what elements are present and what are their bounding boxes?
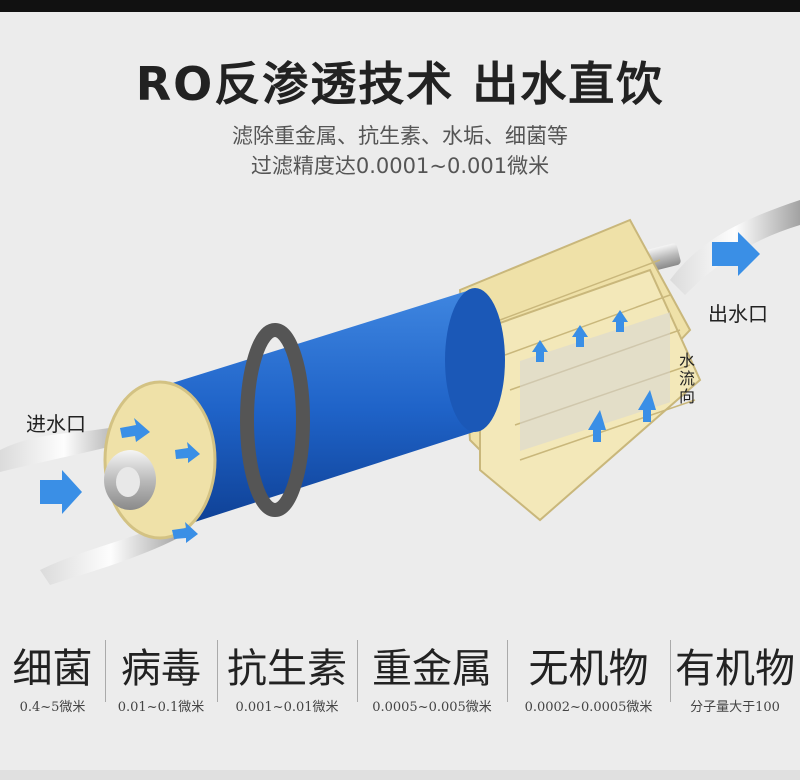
- flow-arrow-2: [572, 325, 588, 347]
- flow-arrow-5: [638, 390, 656, 422]
- flow-arrows: [40, 232, 760, 543]
- flow-arrow-3: [612, 310, 628, 332]
- seal-ring: [240, 323, 310, 517]
- cylinder-right-cap: [445, 288, 505, 432]
- flow-arrow-4: [588, 410, 606, 442]
- membrane-layers: [458, 218, 702, 522]
- inlet-arrow-left: [40, 470, 82, 514]
- filtered-item-range: 0.01~0.1微米: [117, 700, 205, 715]
- inlet-water-stream-top: [0, 425, 128, 472]
- filtered-item-heavy-metals: 重金属 0.0005~0.005微米: [357, 632, 507, 715]
- inlet-arrow-mid: [175, 442, 200, 463]
- filtered-item-name: 有机物: [675, 646, 795, 692]
- blue-membrane-cylinder: [150, 290, 499, 530]
- filtered-item-inorganics: 无机物 0.0002~0.0005微米: [507, 632, 670, 715]
- filtered-item-virus: 病毒 0.01~0.1微米: [105, 632, 217, 715]
- filtered-item-name: 无机物: [528, 646, 649, 692]
- inlet-label: 进水口: [26, 412, 86, 436]
- page-title: RO反渗透技术 出水直饮: [135, 57, 665, 111]
- filtered-items-row: 细菌 0.4~5微米 病毒 0.01~0.1微米 抗生素 0.001~0.01微…: [0, 632, 800, 715]
- top-black-bar: [0, 0, 800, 12]
- outlet-label: 出水口: [708, 302, 768, 326]
- filtered-item-bacteria: 细菌 0.4~5微米: [0, 632, 105, 715]
- flow-arrow-1: [532, 340, 548, 362]
- filtered-item-antibiotics: 抗生素 0.001~0.01微米: [217, 632, 357, 715]
- filtered-item-range: 分子量大于100: [690, 700, 780, 715]
- filtered-item-name: 病毒: [121, 646, 201, 692]
- ro-membrane-illustration: [0, 200, 800, 585]
- filtered-item-organics: 有机物 分子量大于100: [670, 632, 800, 715]
- filtered-item-name: 抗生素: [227, 646, 347, 692]
- bottom-divider: [0, 770, 800, 780]
- subtitle-line-1: 滤除重金属、抗生素、水垢、细菌等: [232, 124, 568, 148]
- filtered-item-name: 重金属: [372, 646, 492, 692]
- filtered-item-range: 0.0005~0.005微米: [372, 700, 492, 715]
- filtered-item-range: 0.4~5微米: [19, 700, 86, 715]
- inlet-arrow-bottom: [172, 522, 198, 543]
- filtered-item-range: 0.0002~0.0005微米: [524, 700, 653, 715]
- filtered-item-range: 0.001~0.01微米: [235, 700, 339, 715]
- flow-direction-label: 水流向: [678, 351, 695, 406]
- inlet-arrow-top: [120, 418, 150, 442]
- outlet-arrow: [712, 232, 760, 276]
- subtitle-line-2: 过滤精度达0.0001~0.001微米: [250, 154, 550, 178]
- filtered-item-name: 细菌: [12, 646, 93, 692]
